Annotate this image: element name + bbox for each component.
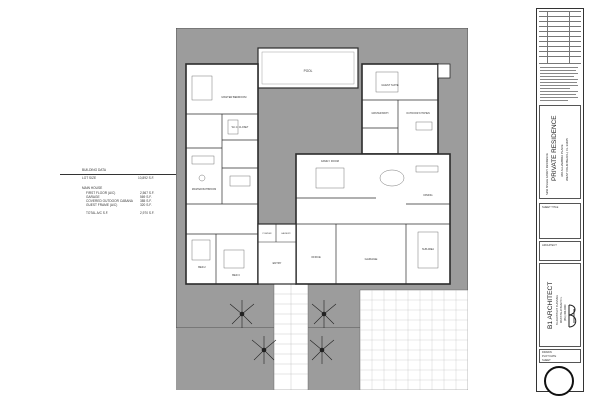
sheet-label: SHEET [542,359,551,362]
building-data-heading: BUILDING DATA [82,168,106,172]
address-line-1: 360 ALHAMBRA PLACE [560,144,564,177]
total-value: 2,970 S.F. [140,211,155,215]
firm-box [539,263,581,347]
palm-tree-2 [251,336,277,364]
room-label-sub-area: SUB AREA [422,248,434,251]
firm-line-1: B1 ARCHITECT PLANNING [556,295,559,325]
living-block-walls [296,197,450,284]
palm-tree-3 [311,300,337,328]
architect-label-box: ARCHITECT [539,241,581,261]
row-label: COVERED OUTDOOR CABANA [86,199,133,203]
room-label-outdoor-kitchen: OUTDOOR KITCHEN [406,112,430,115]
room-label-family-room: FAMILY ROOM [321,159,339,163]
living-block-furniture [315,165,439,269]
project-type: NEW SINGLE FAMILY RESIDENCE [546,153,549,195]
front-lawn-center [308,328,360,390]
firm-name: B1 ARCHITECT [547,281,554,329]
room-label-guest-suite: GUEST SUITE [381,83,399,87]
room-label-bed-2: BED 2 [198,265,206,269]
guest-wing [361,63,439,155]
room-label-office: OFFICE [311,255,321,259]
room-label-walk-in-closet: W.I.C. CLOSET [232,126,249,129]
address-line-2: WEST PALM BEACH, FL 33405 [565,138,569,181]
palm-tree-1 [229,300,255,328]
plot-info-box: DRAWN PLOT DATE SHEET [539,349,581,363]
room-label-dining: DINING [423,193,432,197]
architect-label: ARCHITECT [542,244,557,247]
revision-table [539,11,581,64]
room-label-garage: GARAGE [365,257,378,261]
room-label-pool: POOL [304,69,313,73]
pool [257,47,359,89]
firm-logo-icon [568,304,577,328]
sheet-title-box: SHEET TITLE [539,203,581,239]
lot-size-label: LOT SIZE [82,176,97,180]
floor-plan: POOL MASTER BEDROOM W.I.C. CLOSET MASTER… [176,28,468,390]
entry-walls [258,224,296,243]
room-label-master-bathroom: MASTER BATHROOM [192,188,216,191]
title-block: NEW SINGLE FAMILY RESIDENCE PRIVATE RESI… [536,8,584,396]
total-label: TOTAL A/C S.F. [86,211,109,215]
driveway-paver-pattern [360,290,468,390]
lot-size-row: LOT SIZE 10,892 S.F. [82,176,178,180]
drawn-label: DRAWN [542,351,552,354]
sheet-number-circle [544,366,574,396]
building-data-row-0: FIRST FLOOR (A/C) 2,567 S.F. [86,191,154,195]
building-data-rule [60,174,178,175]
room-label-powder: POWDER [263,233,273,235]
main-house-label: MAIN HOUSE [82,186,103,190]
room-label-entry: ENTRY [273,261,282,265]
row-label: GUEST FRAME (A/C) [86,203,118,207]
building-data-row-1: GARAGE 569 S.F. [86,195,152,199]
entry-block [257,223,297,285]
row-value: 2,567 S.F. [140,191,155,195]
room-label-laundry: LAUNDRY [281,232,291,235]
room-label-master-bedroom: MASTER BEDROOM [222,95,247,99]
general-notes [540,67,580,103]
pool-equipment [437,63,451,79]
firm-line-2: WEST PALM BEACH FL [560,296,563,323]
building-data-row-3: GUEST FRAME (A/C) 320 S.F. [86,203,152,207]
project-name: PRIVATE RESIDENCE [551,115,558,181]
room-label-bed-3: BED 3 [232,273,240,277]
lot-size-value: 10,892 S.F. [138,176,155,180]
project-info-box [539,105,581,199]
master-wing-walls [186,113,258,284]
guest-wing-walls [362,99,438,154]
row-label: FIRST FLOOR (A/C) [86,191,116,195]
plot-date-label: PLOT DATE [542,355,557,358]
building-data-total: TOTAL A/C S.F. 2,970 S.F. [86,211,154,215]
front-lawn-left [176,328,274,390]
row-label: GARAGE [86,195,100,199]
row-value: 320 S.F. [140,203,152,207]
guest-wing-fixtures [375,71,433,131]
palm-tree-4 [309,336,335,364]
building-data-row-2: COVERED OUTDOOR CABANA 385 S.F. [86,199,152,203]
sheet-title-label: SHEET TITLE [542,206,559,209]
room-label-master-bath: MASTER BATH [372,112,389,115]
pool-inner-edge [261,51,355,85]
row-value: 385 S.F. [140,199,152,203]
master-wing-fixtures [191,75,251,269]
walkway-pattern [274,284,308,390]
row-value: 569 S.F. [140,195,152,199]
